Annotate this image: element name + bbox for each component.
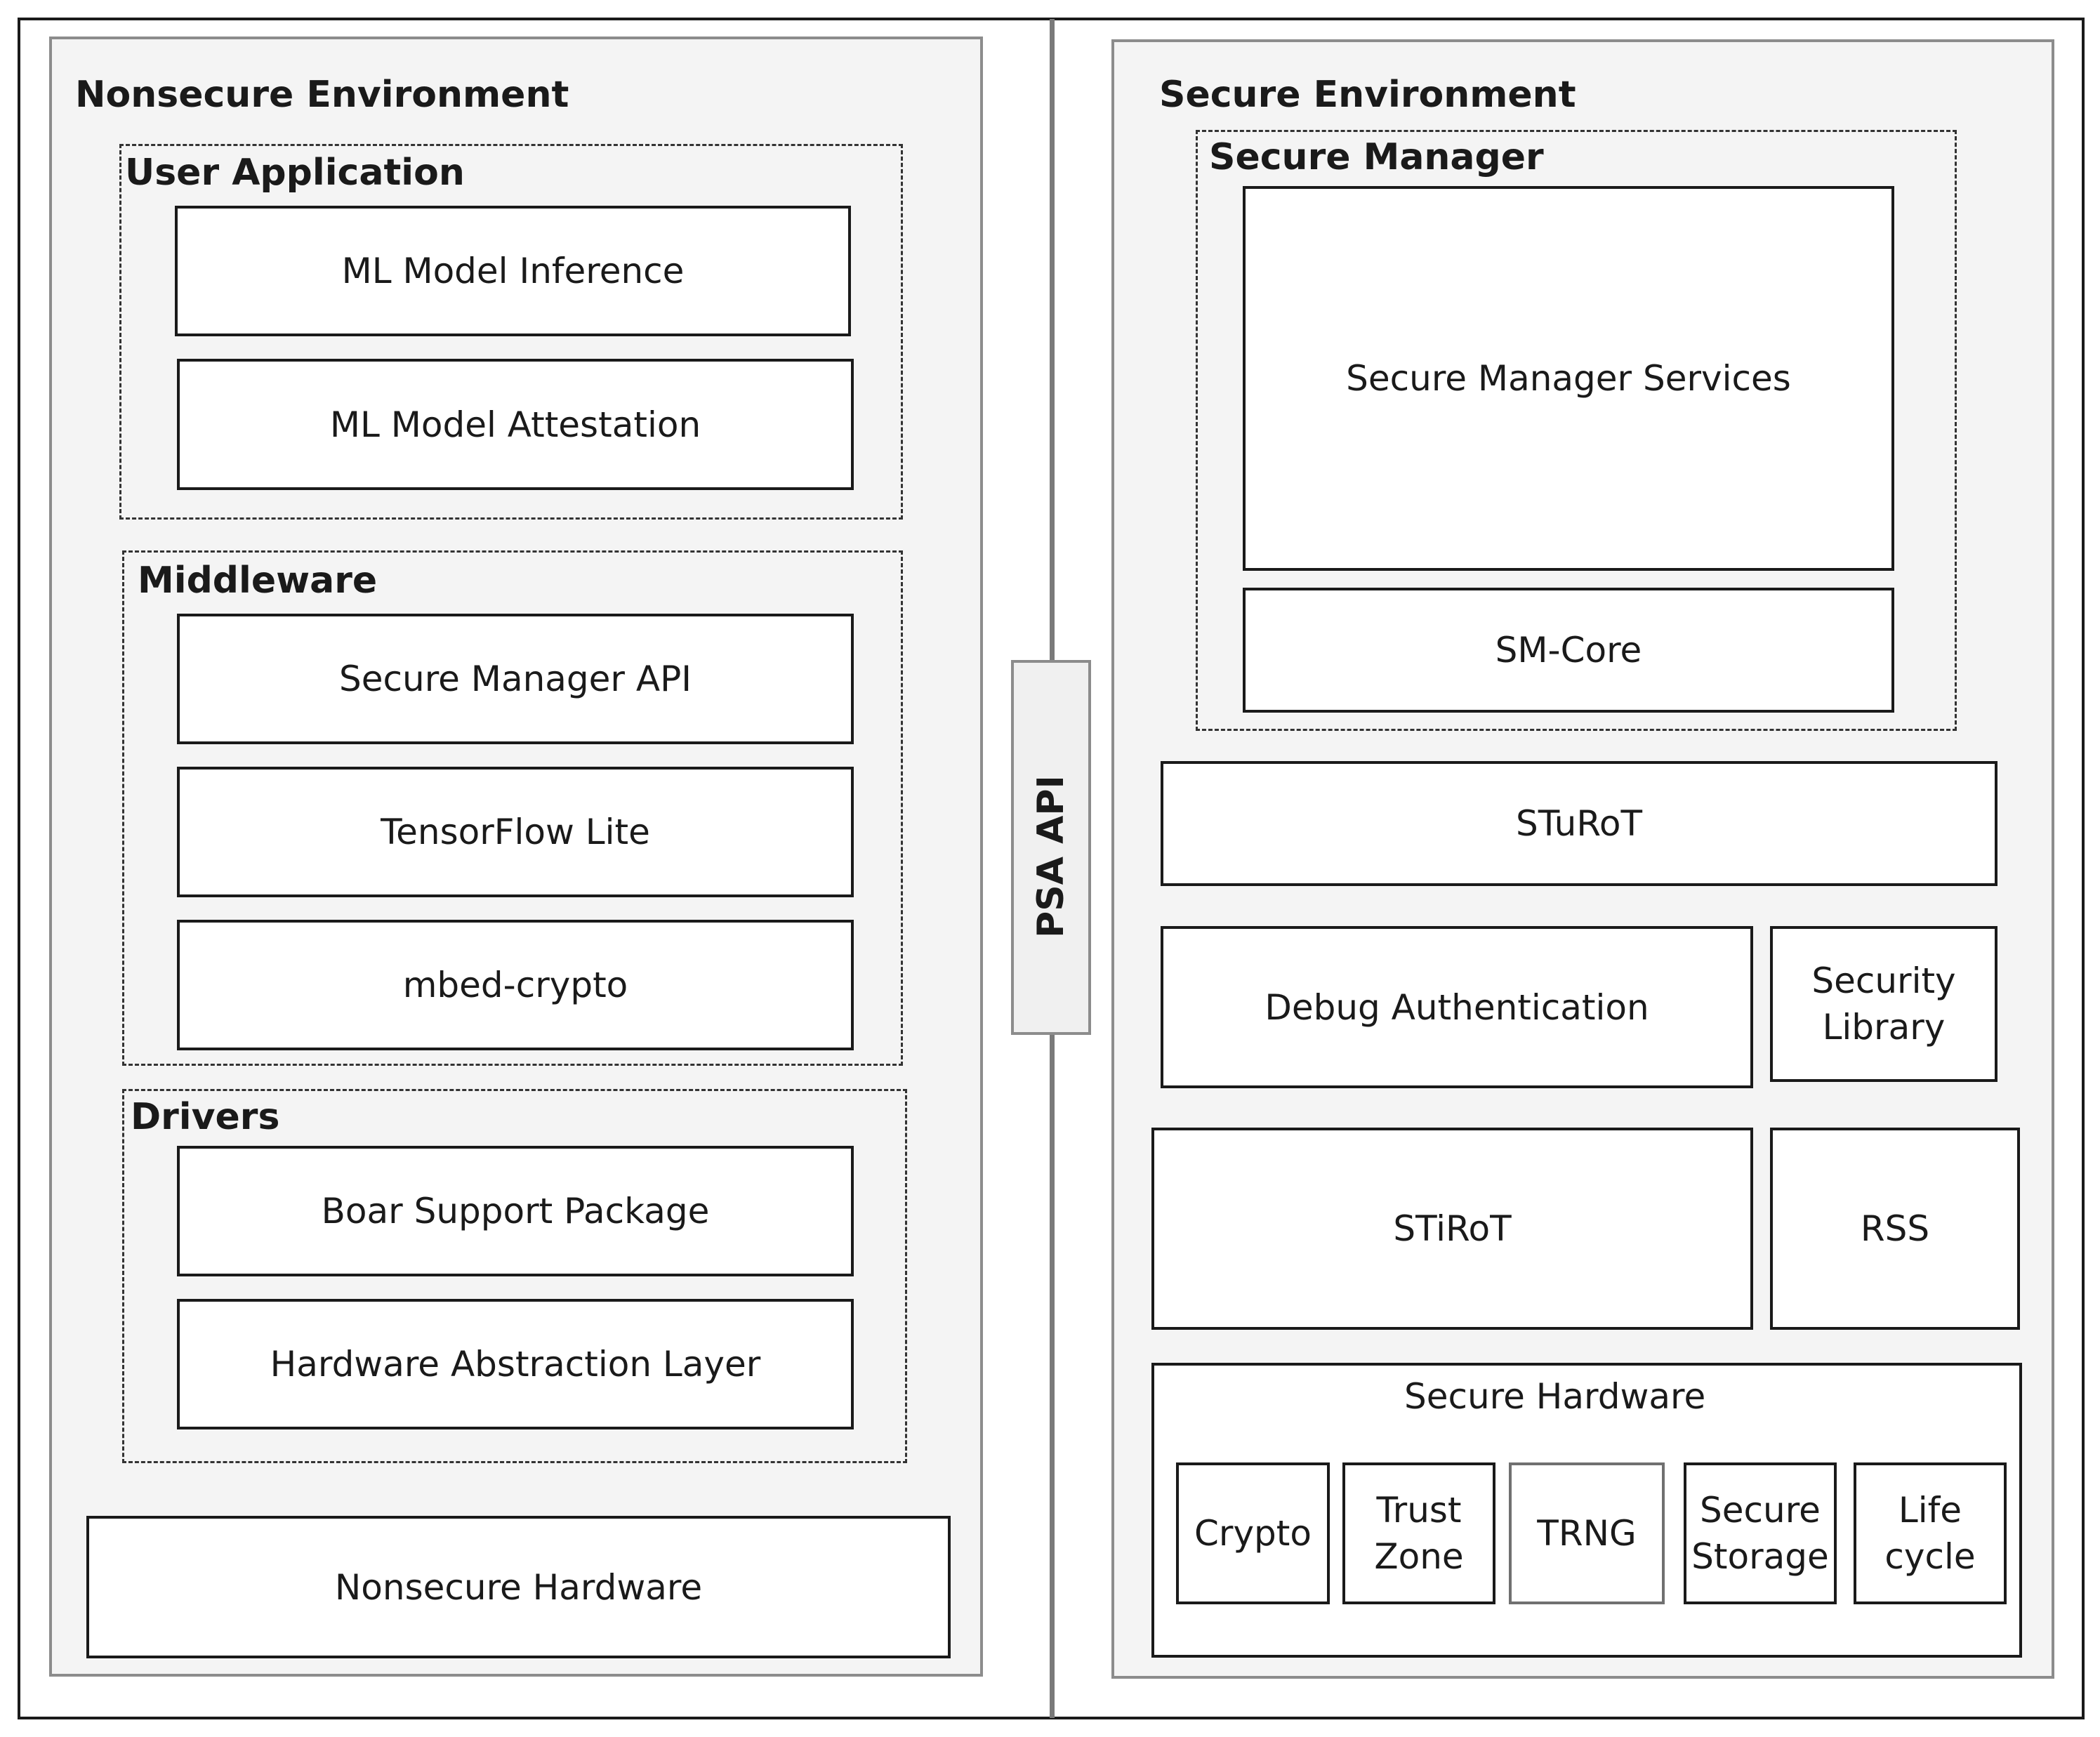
secure-manager-title: Secure Manager xyxy=(1209,136,1544,178)
middleware-title: Middleware xyxy=(138,560,378,602)
user-application-group xyxy=(119,144,903,520)
trustzone-box: Trust Zone xyxy=(1342,1462,1495,1604)
ml-model-inference-box: ML Model Inference xyxy=(175,206,851,336)
middleware-group xyxy=(122,550,903,1066)
secure-manager-services-box: Secure Manager Services xyxy=(1243,186,1894,571)
secure-manager-group xyxy=(1196,130,1957,731)
trng-box: TRNG xyxy=(1509,1462,1665,1604)
nonsecure-hardware-box: Nonsecure Hardware xyxy=(86,1516,951,1658)
psa-api-bar xyxy=(1011,660,1091,1035)
debug-authentication-box: Debug Authentication xyxy=(1161,926,1753,1088)
secure-manager-api-box: Secure Manager API xyxy=(177,614,854,744)
stirot-box: STiRoT xyxy=(1151,1128,1753,1330)
drivers-group xyxy=(122,1089,907,1463)
board-support-package-box: Boar Support Package xyxy=(177,1146,854,1276)
lifecycle-box: Life cycle xyxy=(1854,1462,2007,1604)
drivers-title: Drivers xyxy=(131,1096,280,1138)
secure-environment-title: Secure Environment xyxy=(1159,74,1576,116)
secure-hardware-title: Secure Hardware xyxy=(1404,1376,1706,1417)
sm-core-box: SM-Core xyxy=(1243,588,1894,713)
ml-model-attestation-box: ML Model Attestation xyxy=(177,359,854,490)
mbed-crypto-box: mbed-crypto xyxy=(177,920,854,1050)
rss-box: RSS xyxy=(1770,1128,2020,1330)
hardware-abstraction-layer-box: Hardware Abstraction Layer xyxy=(177,1299,854,1429)
security-library-box: Security Library xyxy=(1770,926,1997,1082)
crypto-box: Crypto xyxy=(1176,1462,1330,1604)
tensorflow-lite-box: TensorFlow Lite xyxy=(177,767,854,897)
user-application-title: User Application xyxy=(125,152,465,194)
psa-api-label: PSA API xyxy=(1030,775,1072,938)
secure-storage-box: Secure Storage xyxy=(1684,1462,1837,1604)
sturot-box: STuRoT xyxy=(1161,761,1997,886)
nonsecure-environment-title: Nonsecure Environment xyxy=(75,74,569,116)
